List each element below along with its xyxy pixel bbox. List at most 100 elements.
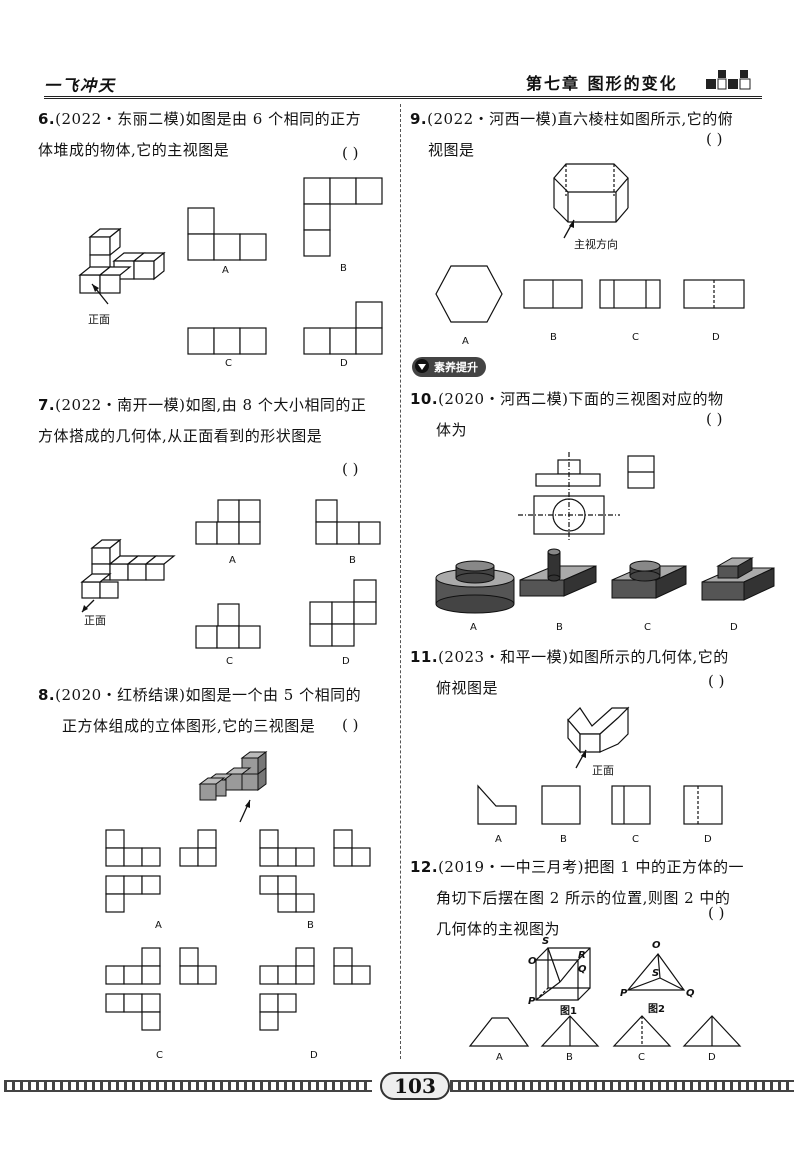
q9-view-arrow	[563, 219, 575, 239]
q8-option-a[interactable]: A	[155, 920, 162, 931]
q9-hexagonal-prism	[553, 163, 629, 223]
q10-three-views	[518, 452, 655, 540]
q7-answer-blank[interactable]: ( )	[342, 460, 359, 478]
q9-option-a[interactable]: A	[462, 336, 469, 347]
q10-number: 10.	[410, 390, 439, 408]
q6-option-b-figure	[303, 177, 383, 257]
q9-option-b-figure	[523, 279, 583, 309]
checker-decoration	[706, 70, 751, 90]
q6-stack-figure	[78, 227, 166, 294]
q10-option-d[interactable]: D	[730, 622, 738, 633]
chapter-title: 第七章 图形的变化	[526, 74, 678, 93]
q8-option-c[interactable]: C	[156, 1050, 163, 1061]
q6-text: 6.(2022・东丽二模)如图是由 6 个相同的正方 体堆成的物体,它的主视图是	[38, 110, 362, 159]
q6-answer-blank[interactable]: ( )	[342, 144, 359, 162]
q11-front-label: 正面	[592, 764, 614, 777]
q8-option-b-left-view	[333, 829, 371, 867]
q8-option-b[interactable]: B	[307, 920, 314, 931]
header-rule	[44, 96, 762, 99]
q10-answer-blank[interactable]: ( )	[706, 410, 723, 428]
q12-option-c[interactable]: C	[638, 1052, 645, 1063]
q12-vertex-q2: Q	[686, 988, 695, 999]
q7-arrow	[81, 599, 95, 613]
q12-option-d[interactable]: D	[708, 1052, 716, 1063]
q8-text: 8.(2020・红桥结课)如图是一个由 5 个相同的 正方体组成的立体图形,它的…	[38, 686, 362, 735]
q11-arrow	[575, 749, 587, 769]
q12-option-b[interactable]: B	[566, 1052, 573, 1063]
q12-option-a[interactable]: A	[496, 1052, 503, 1063]
q7-option-c[interactable]: C	[226, 656, 233, 667]
q7-option-d-figure	[309, 579, 377, 647]
q7-option-a[interactable]: A	[229, 555, 236, 566]
q11-option-c-figure	[611, 785, 651, 825]
q10-option-b-figure	[519, 548, 597, 597]
q9-number: 9.	[410, 110, 428, 128]
q6-option-c-figure	[187, 327, 267, 355]
q7-option-c-figure	[195, 603, 261, 649]
q11-option-a[interactable]: A	[495, 834, 502, 845]
q9-option-c[interactable]: C	[632, 332, 639, 343]
section-badge: 素养提升	[412, 357, 486, 377]
q9-option-d[interactable]: D	[712, 332, 720, 343]
q7-stack-figure	[80, 538, 176, 599]
q10-option-a[interactable]: A	[470, 622, 477, 633]
q12-answer-blank[interactable]: ( )	[708, 904, 725, 922]
q6-option-a-figure	[187, 207, 267, 261]
q12-option-a-figure	[468, 1017, 530, 1047]
q8-option-d-top-view	[259, 993, 297, 1031]
q11-option-c[interactable]: C	[632, 834, 639, 845]
q11-option-b-figure	[541, 785, 581, 825]
q8-option-c-main-view	[105, 947, 161, 985]
q11-answer-blank[interactable]: ( )	[708, 672, 725, 690]
q6-option-d-figure	[303, 301, 383, 355]
q6-option-c[interactable]: C	[225, 358, 232, 369]
q12-option-b-figure	[540, 1015, 600, 1047]
q8-option-b-top-view	[259, 875, 315, 913]
q11-option-d-figure	[683, 785, 723, 825]
q12-vertex-p2: P	[620, 988, 628, 999]
q12-number: 12.	[410, 858, 439, 876]
q12-fig1-cube	[535, 947, 591, 1001]
q8-arrow	[239, 799, 251, 823]
brand-logo: 一飞冲天	[44, 76, 117, 95]
q8-option-a-main-view	[105, 829, 161, 867]
q8-number: 8.	[38, 686, 56, 704]
q12-vertex-s1: S	[542, 936, 550, 947]
q8-option-d-main-view	[259, 947, 315, 985]
q7-front-label: 正面	[84, 614, 106, 627]
q10-option-c[interactable]: C	[644, 622, 651, 633]
page-number: 103	[380, 1072, 450, 1100]
q12-option-c-figure	[612, 1015, 672, 1047]
q11-option-b[interactable]: B	[560, 834, 567, 845]
q12-vertex-o2: O	[652, 940, 661, 951]
q7-option-a-figure	[195, 499, 261, 545]
q8-answer-blank[interactable]: ( )	[342, 716, 359, 734]
q10-option-d-figure	[701, 557, 775, 601]
q7-option-b[interactable]: B	[349, 555, 356, 566]
q12-fig1-label: 图1	[560, 1006, 577, 1017]
q6-option-d[interactable]: D	[340, 358, 348, 369]
q10-option-a-figure	[435, 560, 515, 614]
q9-option-c-figure	[599, 279, 661, 309]
q6-option-b[interactable]: B	[340, 263, 347, 274]
q7-option-d[interactable]: D	[342, 656, 350, 667]
footer-border-right	[450, 1080, 794, 1092]
q9-answer-blank[interactable]: ( )	[706, 130, 723, 148]
q9-direction-label: 主视方向	[574, 238, 618, 251]
q9-option-b[interactable]: B	[550, 332, 557, 343]
q12-vertex-p1: P	[528, 996, 536, 1007]
section-badge-icon	[415, 359, 429, 373]
q12-text: 12.(2019・一中三月考)把图 1 中的正方体的一 角切下后摆在图 2 所示…	[410, 858, 745, 938]
q7-text: 7.(2022・南开一模)如图,由 8 个大小相同的正 方体搭成的几何体,从正面…	[38, 396, 367, 445]
q7-option-b-figure	[315, 499, 381, 545]
q9-option-a-figure	[435, 265, 503, 323]
footer-border-left	[4, 1080, 372, 1092]
q10-option-b[interactable]: B	[556, 622, 563, 633]
q12-fig2-tetrahedron	[626, 953, 686, 991]
q10-option-c-figure	[611, 560, 687, 599]
q11-option-d[interactable]: D	[704, 834, 712, 845]
q8-option-d[interactable]: D	[310, 1050, 318, 1061]
q10-text: 10.(2020・河西二模)下面的三视图对应的物 体为	[410, 390, 724, 439]
column-divider	[400, 104, 401, 1059]
q6-option-a[interactable]: A	[222, 265, 229, 276]
